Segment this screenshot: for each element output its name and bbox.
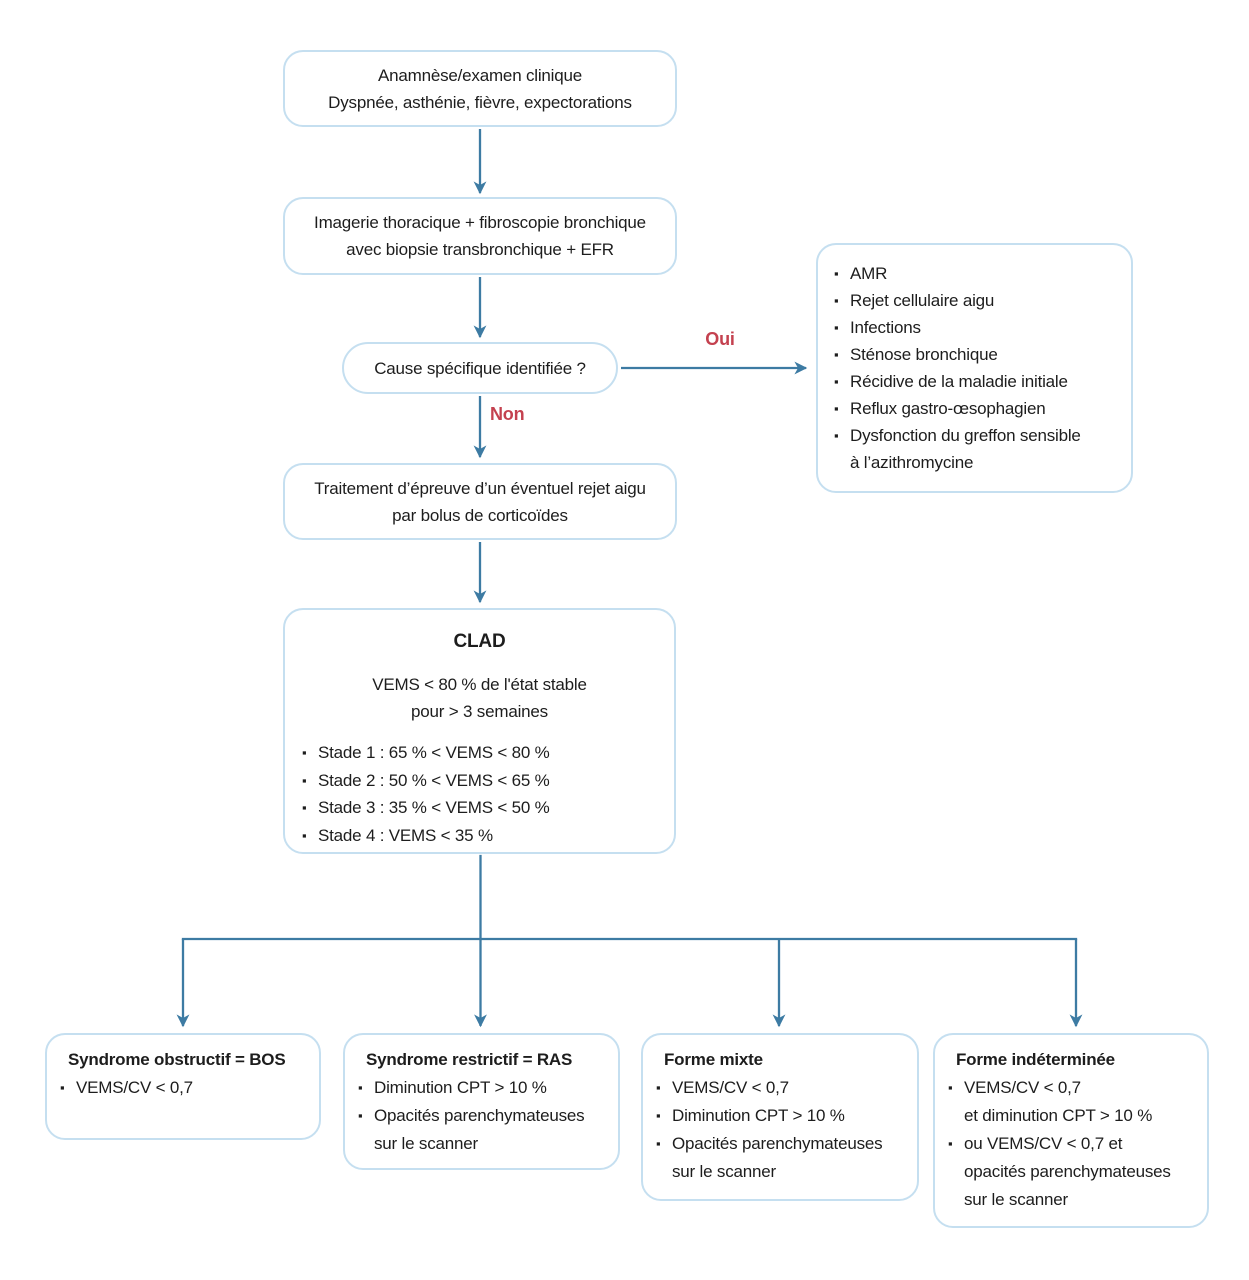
traitement-line1: Traitement d’épreuve d’un éventuel rejet… bbox=[314, 478, 646, 498]
decision-label: Cause spécifique identifiée ? bbox=[374, 358, 586, 378]
list-item: Sténose bronchique bbox=[834, 341, 1113, 368]
clad-criteria-line2: pour > 3 semaines bbox=[411, 702, 548, 721]
mixte-title: Forme mixte bbox=[664, 1050, 763, 1069]
bos-list: VEMS/CV < 0,7 bbox=[60, 1074, 307, 1102]
clad-title: CLAD bbox=[453, 631, 506, 652]
node-anamnese: Anamnèse/examen clinique Dyspnée, asthén… bbox=[283, 50, 677, 127]
list-item: Dysfonction du greffon sensible à l’azit… bbox=[834, 422, 1113, 476]
list-item: ou VEMS/CV < 0,7 et opacités parenchymat… bbox=[948, 1130, 1195, 1214]
node-ras: Syndrome restrictif = RAS Diminution CPT… bbox=[343, 1033, 620, 1170]
list-item: Diminution CPT > 10 % bbox=[358, 1074, 606, 1102]
list-item: Récidive de la maladie initiale bbox=[834, 368, 1113, 395]
mixte-list: VEMS/CV < 0,7 Diminution CPT > 10 % Opac… bbox=[656, 1074, 905, 1186]
ras-list: Diminution CPT > 10 % Opacités parenchym… bbox=[358, 1074, 606, 1158]
causes-list: AMR Rejet cellulaire aigu Infections Sté… bbox=[834, 260, 1113, 476]
node-forme-indeterminee: Forme indéterminée VEMS/CV < 0,7 et dimi… bbox=[933, 1033, 1209, 1228]
list-item: VEMS/CV < 0,7 bbox=[60, 1074, 307, 1102]
imagerie-line2: avec biopsie transbronchique + EFR bbox=[346, 240, 614, 259]
list-item: Opacités parenchymateuses sur le scanner bbox=[656, 1130, 905, 1186]
bos-title: Syndrome obstructif = BOS bbox=[68, 1050, 286, 1069]
edge-label-non: Non bbox=[490, 404, 525, 424]
node-specific-causes: AMR Rejet cellulaire aigu Infections Sté… bbox=[816, 243, 1133, 493]
indeterminee-title: Forme indéterminée bbox=[956, 1050, 1115, 1069]
list-item: Opacités parenchymateuses sur le scanner bbox=[358, 1102, 606, 1158]
ras-title: Syndrome restrictif = RAS bbox=[366, 1050, 573, 1069]
list-item: Stade 3 : 35 % < VEMS < 50 % bbox=[302, 794, 674, 822]
node-decision: Cause spécifique identifiée ? bbox=[342, 342, 618, 394]
list-item: Stade 1 : 65 % < VEMS < 80 % bbox=[302, 739, 674, 767]
traitement-line2: par bolus de corticoïdes bbox=[392, 505, 568, 525]
list-item: Reflux gastro-œsophagien bbox=[834, 395, 1113, 422]
clad-criteria: VEMS < 80 % de l'état stable pour > 3 se… bbox=[285, 671, 674, 725]
list-item: Diminution CPT > 10 % bbox=[656, 1102, 905, 1130]
node-traitement: Traitement d’épreuve d’un éventuel rejet… bbox=[283, 463, 677, 540]
list-item: Stade 4 : VEMS < 35 % bbox=[302, 822, 674, 850]
list-item: Infections bbox=[834, 314, 1113, 341]
node-imagerie: Imagerie thoracique + fibroscopie bronch… bbox=[283, 197, 677, 275]
node-bos: Syndrome obstructif = BOS VEMS/CV < 0,7 bbox=[45, 1033, 321, 1140]
indeterminee-list: VEMS/CV < 0,7 et diminution CPT > 10 % o… bbox=[948, 1074, 1195, 1214]
list-item: Rejet cellulaire aigu bbox=[834, 287, 1113, 314]
clad-criteria-line1: VEMS < 80 % de l'état stable bbox=[372, 675, 587, 694]
anamnese-line2: Dyspnée, asthénie, fièvre, expectoration… bbox=[328, 92, 632, 112]
list-item: VEMS/CV < 0,7 et diminution CPT > 10 % bbox=[948, 1074, 1195, 1130]
clad-stades-list: Stade 1 : 65 % < VEMS < 80 % Stade 2 : 5… bbox=[302, 739, 674, 849]
list-item: Stade 2 : 50 % < VEMS < 65 % bbox=[302, 767, 674, 795]
node-clad: CLAD VEMS < 80 % de l'état stable pour >… bbox=[283, 608, 676, 854]
imagerie-line1: Imagerie thoracique + fibroscopie bronch… bbox=[314, 213, 646, 232]
node-forme-mixte: Forme mixte VEMS/CV < 0,7 Diminution CPT… bbox=[641, 1033, 919, 1201]
anamnese-line1: Anamnèse/examen clinique bbox=[377, 65, 583, 85]
list-item: AMR bbox=[834, 260, 1113, 287]
edge-label-oui: Oui bbox=[705, 329, 735, 349]
list-item: VEMS/CV < 0,7 bbox=[656, 1074, 905, 1102]
